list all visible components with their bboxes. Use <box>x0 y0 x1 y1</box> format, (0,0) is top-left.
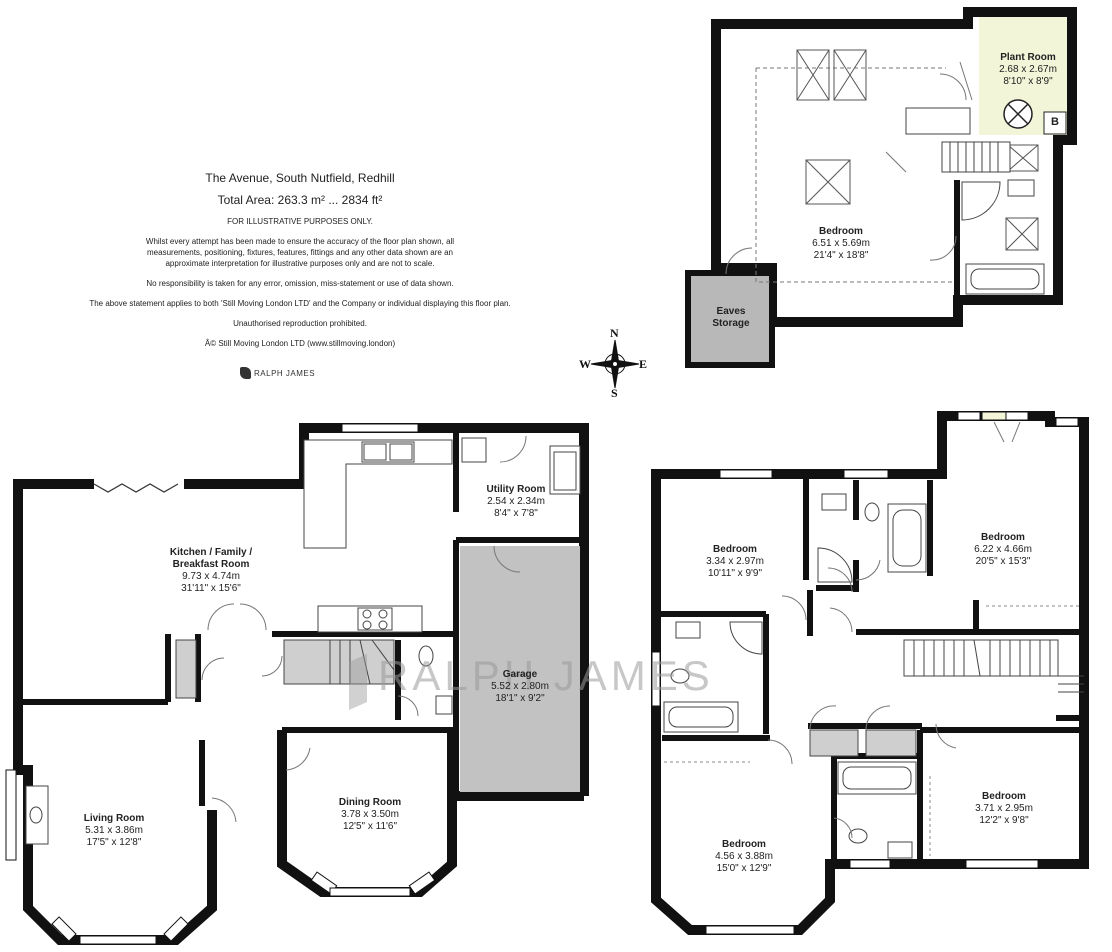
watermark-logo-icon <box>349 654 367 710</box>
room-label-bedroom-d: Bedroom 3.71 x 2.95m 12'2" x 9'8" <box>954 791 1054 827</box>
room-metric: 5.52 x 2.80m <box>491 681 549 692</box>
boiler-tag: B <box>1051 116 1059 128</box>
top-dashes <box>755 67 958 283</box>
room-name: Kitchen / Family / <box>169 547 253 558</box>
room-name: Bedroom <box>981 532 1025 543</box>
skylights <box>796 49 1039 251</box>
copyright: Â© Still Moving London LTD (www.stillmov… <box>204 339 396 348</box>
compass-s: S <box>611 386 618 400</box>
room-name: Eaves <box>716 306 746 317</box>
room-metric: 5.31 x 3.86m <box>85 825 143 836</box>
room-metric: 2.68 x 2.67m <box>999 64 1057 75</box>
top-ensuite <box>905 107 1045 300</box>
garage-fill <box>460 546 580 792</box>
compass-n: N <box>610 326 619 340</box>
room-label-top-bedroom: Bedroom 6.51 x 5.69m 21'4" x 18'8" <box>786 226 896 262</box>
room-label-bedroom-a: Bedroom 3.34 x 2.97m 10'11" x 9'9" <box>685 544 785 580</box>
brand-logo-icon <box>240 367 251 379</box>
fireplace <box>25 785 49 845</box>
kitchen-units <box>303 437 581 633</box>
room-label-living: Living Room 5.31 x 3.86m 17'5" x 12'8" <box>64 813 164 849</box>
room-name: Bedroom <box>982 791 1026 802</box>
watermark-text: RALPH JAMES <box>378 652 714 699</box>
room-imperial: 31'11" x 15'6" <box>181 583 241 594</box>
ground-doors <box>201 435 527 823</box>
first-doors <box>767 421 1021 839</box>
disclaimer-reproduction: Unauthorised reproduction prohibited. <box>233 319 367 328</box>
compass-w: W <box>579 357 591 371</box>
ground-windows <box>5 423 436 945</box>
first-windows <box>651 411 1079 935</box>
room-label-kitchen: Kitchen / Family / Breakfast Room 9.73 x… <box>136 547 286 595</box>
room-name: Dining Room <box>338 797 402 808</box>
room-metric: 3.78 x 3.50m <box>341 809 399 820</box>
room-name: Bedroom <box>819 226 863 237</box>
room-metric: 3.34 x 2.97m <box>706 556 764 567</box>
wardrobe-dashes <box>664 605 1080 856</box>
room-metric: 6.22 x 4.66m <box>974 544 1032 555</box>
room-label-eaves: Eaves Storage <box>692 306 770 330</box>
top-stairs-treads <box>949 142 999 172</box>
room-name: Utility Room <box>486 484 546 495</box>
room-metric: 4.56 x 3.88m <box>715 851 773 862</box>
room-name: Garage <box>502 669 538 680</box>
first-bathrooms <box>663 493 927 859</box>
room-metric: 2.54 x 2.34m <box>487 496 545 507</box>
room-imperial: 18'1" x 9'2" <box>495 693 545 704</box>
bifold-doors <box>93 483 179 493</box>
room-label-bedroom-c: Bedroom 4.56 x 3.88m 15'0" x 12'9" <box>694 839 794 875</box>
total-area: Total Area: 263.3 m² ... 2834 ft² <box>217 193 383 207</box>
disclaimer-statement: The above statement applies to both 'Sti… <box>89 299 511 308</box>
ground-interior-walls <box>18 428 584 806</box>
brand-name: RALPH JAMES <box>254 369 316 378</box>
room-imperial: 12'2" x 9'8" <box>979 815 1029 826</box>
room-label-bedroom-b: Bedroom 6.22 x 4.66m 20'5" x 15'3" <box>953 532 1053 568</box>
room-name: Bedroom <box>713 544 757 555</box>
disclaimer-accuracy: Whilst every attempt has been made to en… <box>145 237 455 268</box>
room-imperial: 12'5" x 11'6" <box>342 821 398 832</box>
room-label-utility: Utility Room 2.54 x 2.34m 8'4" x 7'8" <box>466 484 566 520</box>
room-imperial: 21'4" x 18'8" <box>813 250 869 261</box>
top-doors <box>725 61 973 275</box>
plant-room-fixtures <box>1003 99 1067 135</box>
room-name-2: Breakfast Room <box>172 559 250 570</box>
first-stairs <box>903 639 1059 677</box>
compass-e: E <box>639 357 648 371</box>
room-imperial: 17'5" x 12'8" <box>86 837 142 848</box>
room-label-plant-room: Plant Room 2.68 x 2.67m 8'10" x 8'9" <box>988 52 1068 88</box>
disclaimer-responsibility: No responsibility is taken for any error… <box>146 279 454 288</box>
room-imperial: 8'4" x 7'8" <box>494 508 538 519</box>
room-name: Bedroom <box>722 839 766 850</box>
room-metric: 9.73 x 4.74m <box>182 571 240 582</box>
room-imperial: 20'5" x 15'3" <box>975 556 1031 567</box>
room-metric: 6.51 x 5.69m <box>812 238 870 249</box>
ground-stairs <box>283 639 395 685</box>
illustrative-note: FOR ILLUSTRATIVE PURPOSES ONLY. <box>227 217 373 226</box>
compass <box>590 339 640 389</box>
room-name: Living Room <box>83 813 145 824</box>
ground-wc <box>175 639 453 715</box>
ground-stairs-treads <box>329 639 395 685</box>
second-floor <box>711 7 1077 327</box>
eaves-storage-fill <box>685 270 775 368</box>
ground-floor <box>13 423 589 945</box>
room-metric: 3.71 x 2.95m <box>975 803 1033 814</box>
info-block: The Avenue, South Nutfield, Redhill Tota… <box>60 170 540 358</box>
room-imperial: 10'11" x 9'9" <box>707 568 763 579</box>
room-label-garage: Garage 5.52 x 2.80m 18'1" x 9'2" <box>470 669 570 705</box>
room-imperial: 8'10" x 8'9" <box>1003 76 1053 87</box>
top-stairs <box>941 141 1011 173</box>
room-name-2: Storage <box>712 318 750 329</box>
room-name: Plant Room <box>1000 52 1056 63</box>
address: The Avenue, South Nutfield, Redhill <box>205 171 395 185</box>
room-label-dining: Dining Room 3.78 x 3.50m 12'5" x 11'6" <box>320 797 420 833</box>
room-imperial: 15'0" x 12'9" <box>716 863 772 874</box>
first-stairs-treads <box>913 639 1084 693</box>
